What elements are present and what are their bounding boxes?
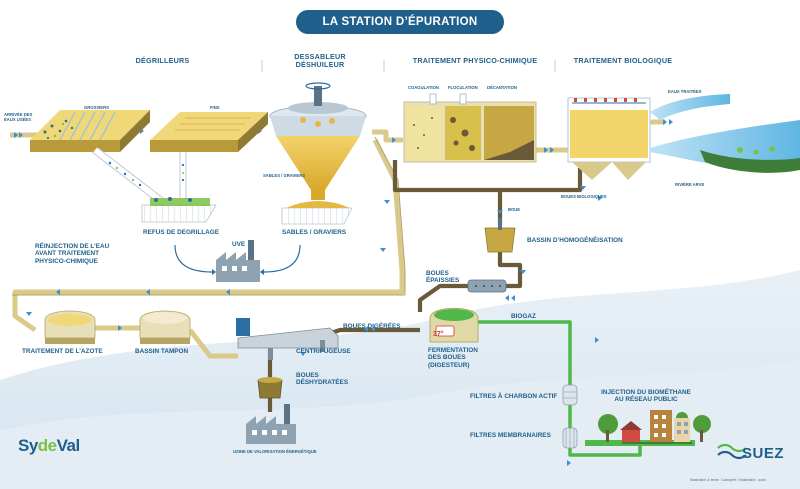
label-coagulation: COAGULATION [408,85,439,90]
refuse-crate [141,197,217,223]
label-traitement-azote: TRAITEMENT DE L’AZOTE [22,348,103,355]
label-boues-epaissies: BOUES ÉPAISSIES [426,270,460,285]
label-boue: BOUE [508,207,521,212]
suez-logo: SUEZ [742,445,785,462]
label-refus: REFUS DE DEGRILLAGE [143,229,219,236]
village [585,410,711,446]
digester-temperature: 37° [433,331,444,338]
section-degrilleurs: DÉGRILLEURS [135,56,190,65]
centrifuge [236,318,339,360]
label-floculation: FLOCULATION [448,85,478,90]
water-pipes-edge [12,136,406,296]
label-grossiers: GROSSIERS [84,105,109,110]
label-decantation: DÉCANTATION [487,85,517,90]
sydeval-logo: SydeVal [18,436,80,455]
suez-symbol [717,443,747,460]
uve-arrows [174,244,301,273]
label-usine: USINE DE VALORISATION ÉNERGÉTIQUE [233,449,317,454]
sludge-thickener [467,279,507,293]
label-fins: FINS [210,105,220,110]
carbon-filter [562,384,578,406]
label-bassin-tampon: BASSIN TAMPON [135,348,189,355]
nitrogen-tank [44,310,96,344]
digester [429,307,479,343]
page-title: LA STATION D’ÉPURATION [296,10,504,34]
label-centrifugeuse: CENTRIFUGEUSE [296,348,351,355]
sludge-pipes [267,160,583,412]
screen-coarse [30,110,150,152]
screen-conveyors [93,147,186,203]
uve-factory [216,240,260,282]
label-boues-biologiques: BOUES BIOLOGIQUES [561,194,607,199]
biogas-pipes [470,320,642,457]
label-fermentation: FERMENTATION DES BOUES (DIGESTEUR) [428,347,478,369]
label-filtres-membranaires: FILTRES MEMBRANAIRES [470,432,551,439]
section-physico: TRAITEMENT PHYSICO-CHIMIQUE [412,56,538,65]
section-separators [261,60,556,72]
label-reinjection: RÉINJECTION DE L’EAU AVANT TRAITEMENT PH… [35,243,110,265]
label-sables-graviers-small: SABLES / GRAVIERS [263,173,306,178]
label-homogeneisation: BASSIN D’HOMOGÉNÉISATION [527,237,623,244]
label-sables-graviers: SABLES / GRAVIERS [282,229,347,236]
buffer-tank [139,310,191,344]
section-dessableur: DESSABLEUR DÉSHUILEUR [294,52,346,70]
label-biogaz: BIOGAZ [511,313,536,320]
label-riviere: RIVIÈRE ARVE [675,182,705,187]
river-arve [650,120,800,173]
label-boues-deshydratees: BOUES DÉSHYDRATÉES [296,372,349,387]
energy-recovery-plant [246,404,296,444]
credits: Illustration & texte : Canopée / Illustr… [690,478,767,482]
label-uve: UVE [232,241,246,248]
physico-chemical-tanks [403,93,537,163]
screen-fine [150,112,268,152]
label-eaux-traitees: EAUX TRAITÉES [668,89,702,94]
biological-tank [567,94,730,180]
label-boues-digerees: BOUES DIGÉRÉES [343,323,401,330]
section-biologique: TRAITEMENT BIOLOGIQUE [573,56,673,65]
sand-crate [281,201,353,225]
label-arrivee: ARRIVÉE DES EAUX USÉES [4,112,33,122]
label-injection: INJECTION DU BIOMÉTHANE AU RÉSEAU PUBLIC [601,389,691,404]
dewatered-sludge-tank [257,377,283,399]
grit-separator [269,82,367,200]
membrane-filter [562,427,578,449]
label-filtres-charbon: FILTRES À CHARBON ACTIF [470,393,558,400]
homogenisation-tank [484,218,516,253]
